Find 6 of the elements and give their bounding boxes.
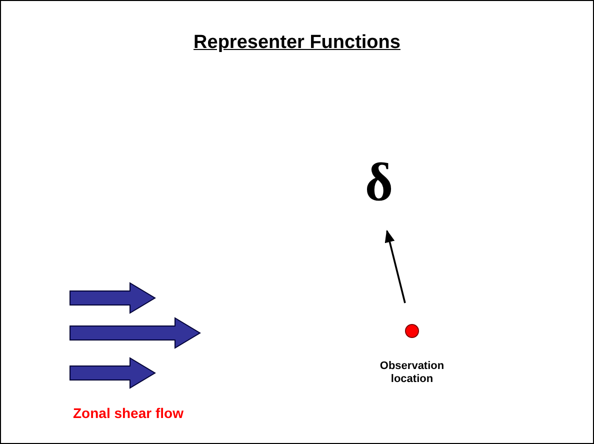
arrow [384,230,406,304]
observation-point [405,324,419,338]
flow-label: Zonal shear flow [73,405,184,421]
node-caption: Observation location [378,360,446,386]
delta-symbol: δ [362,152,396,212]
title: Representer Functions [192,32,402,54]
